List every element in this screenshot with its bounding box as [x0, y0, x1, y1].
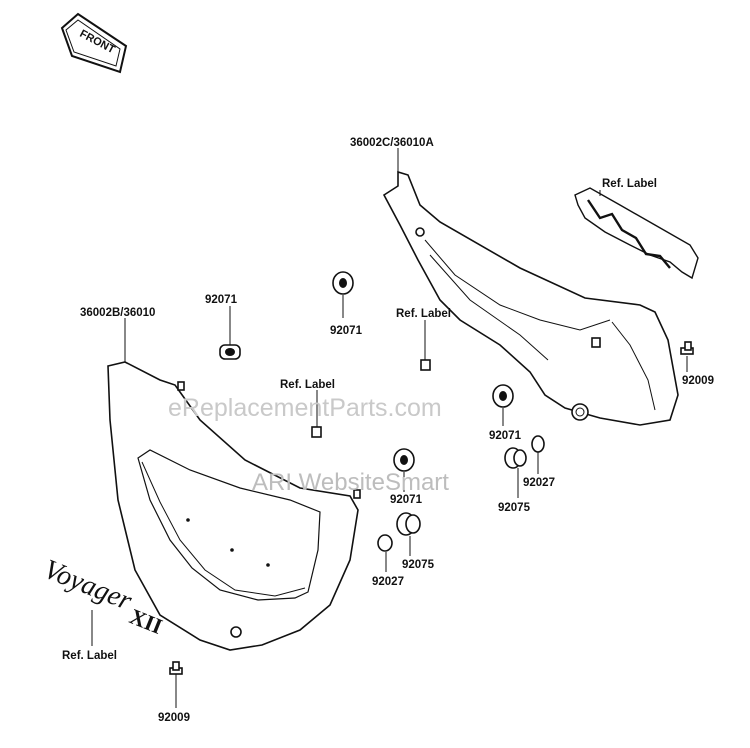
label-ref-mid-right: Ref. Label: [396, 308, 451, 320]
spacer-92027-right: [531, 435, 545, 453]
spacer-92027-left: [377, 534, 393, 552]
label-92071-a: 92071: [205, 294, 238, 306]
label-92075-right: 92075: [498, 502, 531, 514]
label-92009-bottom: 92009: [158, 712, 190, 724]
label-92071-c: 92071: [489, 430, 522, 442]
clip-ref-left: [311, 426, 322, 438]
label-92071-d: 92071: [390, 494, 423, 506]
leader-lines: [91, 148, 688, 708]
left-side-cover: [107, 361, 361, 651]
right-emblem: [574, 187, 699, 280]
label-92075-left: 92075: [402, 559, 435, 571]
bolt-92009-right: [680, 341, 694, 355]
right-side-cover: [382, 170, 679, 426]
collar-92075-left: [396, 512, 421, 536]
collar-92075-right: [504, 447, 527, 469]
label-cover-right: 36002C/36010A: [350, 137, 434, 149]
watermark-ari: ARI WebsiteSmart: [252, 469, 449, 496]
grommet-92071-a: [219, 344, 241, 360]
front-arrow-icon: FRONT: [60, 12, 128, 74]
watermark-site: eReplacementParts.com: [168, 394, 442, 422]
label-cover-left: 36002B/36010: [80, 307, 155, 319]
label-ref-top: Ref. Label: [602, 178, 657, 190]
clip-ref-right: [420, 359, 431, 371]
label-92071-b: 92071: [330, 325, 363, 337]
bolt-92009-bottom: [169, 661, 183, 675]
grommet-92071-b: [332, 271, 354, 295]
emblem-script: Voyager: [39, 554, 136, 617]
label-ref-bottom: Ref. Label: [62, 650, 117, 662]
label-92027-left: 92027: [372, 576, 404, 588]
label-ref-mid-left: Ref. Label: [280, 379, 335, 391]
label-92027-right: 92027: [523, 477, 555, 489]
grommet-92071-d: [393, 448, 415, 472]
grommet-92071-c: [492, 384, 514, 408]
label-92009-right: 92009: [682, 375, 714, 387]
